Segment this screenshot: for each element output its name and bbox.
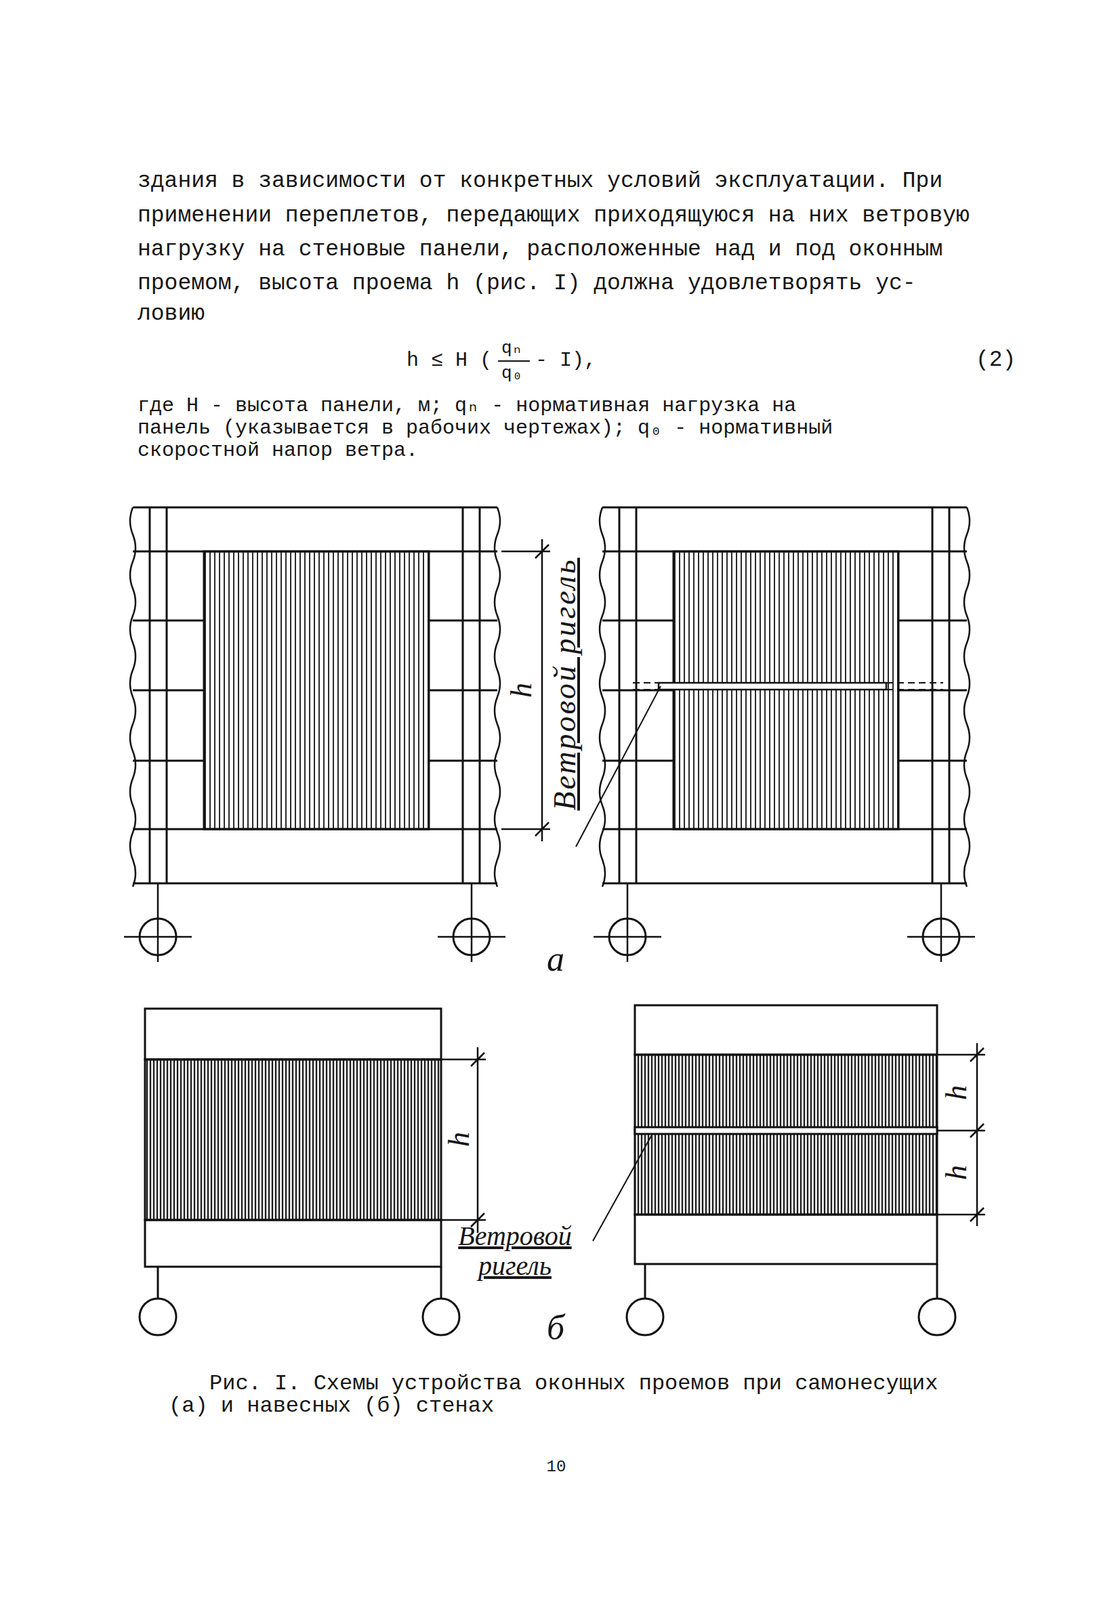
dimension-line (501, 539, 551, 842)
figure-letter: б (546, 1309, 565, 1347)
axis-marker (139, 1298, 177, 1336)
figure-caption: Рис. I. Схемы устройства оконных проемов… (168, 1372, 982, 1418)
dimension-label: h (941, 1085, 972, 1101)
figure-letter: а (546, 940, 565, 979)
note-text: где H - высота панели, м; qₙ - нормативн… (137, 395, 797, 418)
body-text: здания в зависимости от конкретных услов… (137, 164, 943, 199)
body-text: нагрузку на стеновые панели, расположенн… (137, 233, 943, 267)
note-text: панель (указывается в рабочих чертежах);… (137, 417, 833, 440)
column-line (157, 1267, 442, 1299)
column-line (645, 1264, 938, 1299)
dimension-label: h (506, 682, 537, 698)
wall-panel (144, 1220, 442, 1268)
axis-marker (422, 1298, 460, 1336)
part-label: Ветровой ригель (548, 557, 583, 811)
dimension-label: h (444, 1132, 475, 1148)
leader-line (575, 686, 661, 847)
body-text: применении переплетов, передающих приход… (137, 199, 970, 234)
formula-part: - I), (535, 348, 597, 373)
dimension-line (441, 1047, 486, 1234)
wall-panel (634, 1005, 938, 1055)
page-number: 10 (546, 1458, 567, 1478)
wall-panel (634, 1214, 938, 1265)
dimension-line (937, 1043, 986, 1227)
window-glazing (144, 1059, 442, 1221)
axis-marker (626, 1298, 664, 1336)
formula-numerator: qₙ (501, 337, 523, 360)
wind-beam (658, 682, 887, 690)
wind-beam (634, 1127, 938, 1135)
self-bearing-wall (123, 507, 506, 963)
window-glazing (634, 1054, 938, 1215)
body-text: ловию (137, 297, 205, 332)
equation-number: (2) (975, 346, 1016, 375)
formula-denominator: q₀ (501, 363, 523, 384)
note-text: скоростной напор ветра. (137, 439, 419, 463)
axis-marker (918, 1298, 956, 1336)
dimension-label: h (941, 1165, 972, 1181)
formula-part: h ≤ H ( (406, 348, 492, 373)
body-text: проемом, высота проема h (рис. I) должна… (137, 266, 917, 301)
wind-beam-hidden (632, 682, 944, 690)
wall-panel (144, 1008, 442, 1060)
self-bearing-wall (593, 507, 976, 963)
part-label: Ветровой ригель (441, 1221, 589, 1282)
fraction-bar (498, 360, 530, 362)
